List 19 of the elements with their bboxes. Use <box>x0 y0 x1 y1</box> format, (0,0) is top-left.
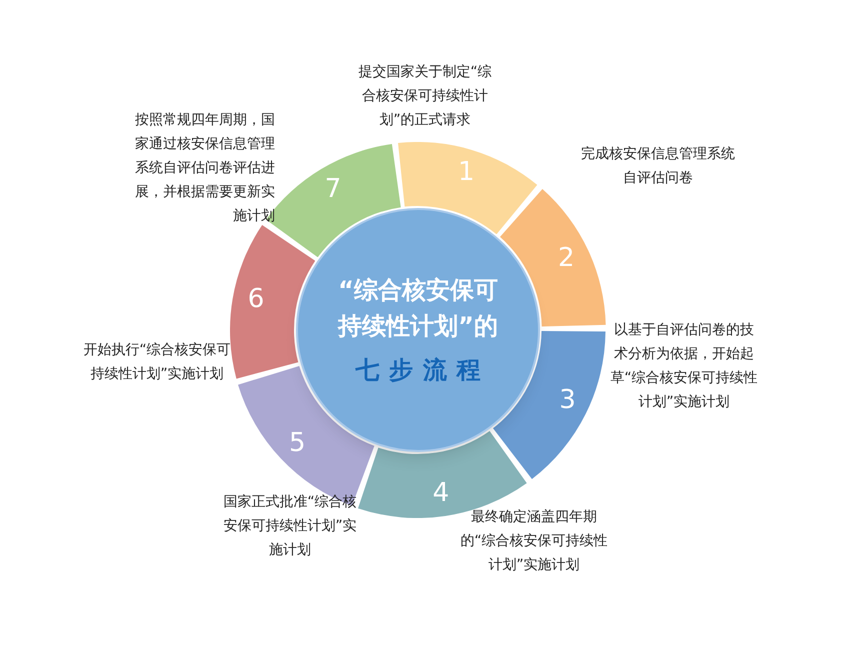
step-number: 6 <box>248 286 264 312</box>
step-number: 5 <box>289 430 306 456</box>
step-petal <box>230 224 316 379</box>
step-description: 按照常规四年周期，国家通过核安保信息管理系统自评估问卷评估进展，并根据需要更新实施计划 <box>134 111 275 226</box>
step-description: 开始执行“综合核安保可持续性计划”实施计划 <box>82 341 232 384</box>
step-description: 最终确定涵盖四年期的“综合核安保可持续性计划”实施计划 <box>459 508 609 575</box>
step-number: 2 <box>558 244 575 271</box>
step-number: 3 <box>559 386 576 413</box>
step-description: 以基于自评估问卷的技术分析为依据，开始起草“综合核安保可持续性计划”实施计划 <box>609 321 759 412</box>
center-title: “综合核安保可持续性计划”的 <box>336 275 499 342</box>
step-number: 7 <box>324 176 342 202</box>
step-number: 1 <box>458 159 474 186</box>
step-petal <box>398 142 538 234</box>
step-petal <box>500 189 606 327</box>
step-description: 完成核安保信息管理系统自评估问卷 <box>580 145 736 188</box>
center-title: 七步流程 <box>354 355 490 386</box>
step-description: 提交国家关于制定“综合核安保可持续性计划”的正式请求 <box>357 63 493 130</box>
step-description: 国家正式批准“综合核安保可持续性计划”实施计划 <box>222 493 358 560</box>
step-number: 4 <box>432 480 450 506</box>
